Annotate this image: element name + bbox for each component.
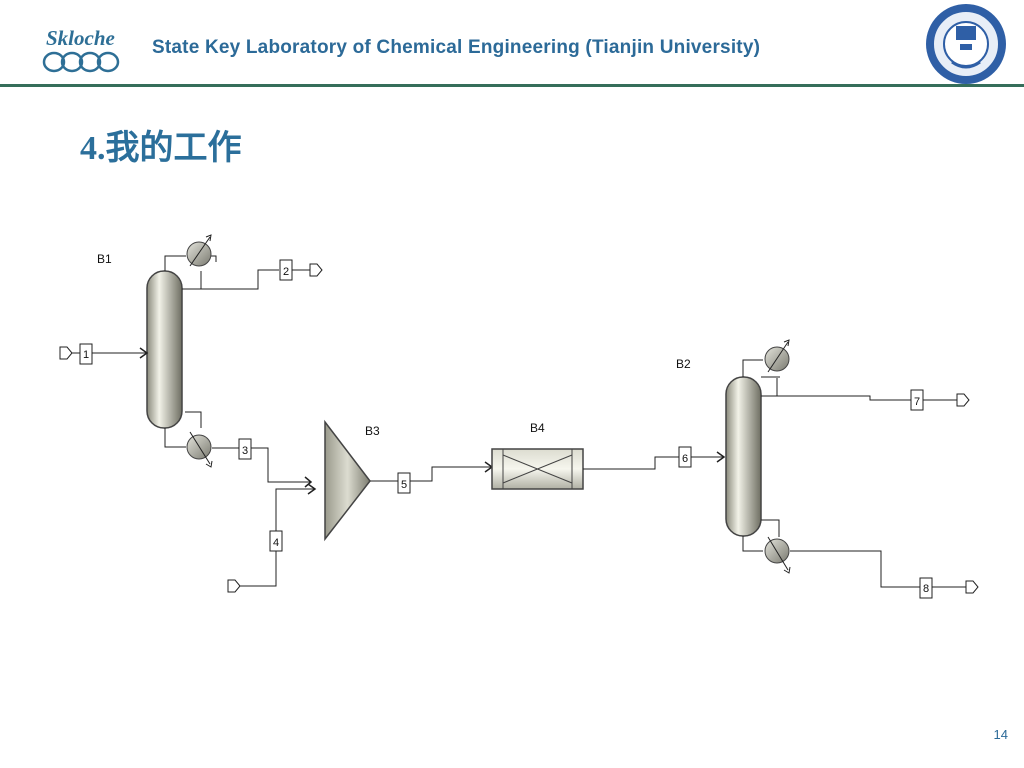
reactor-b4 bbox=[491, 448, 584, 490]
reboiler-b1 bbox=[186, 431, 213, 468]
block-label-b2: B2 bbox=[676, 357, 691, 371]
logo-rings-icon bbox=[42, 51, 120, 73]
university-seal bbox=[922, 2, 1010, 86]
column-b1 bbox=[146, 255, 311, 483]
stream-label-1: 1 bbox=[83, 349, 89, 361]
header-divider bbox=[0, 84, 1024, 87]
slide-title: 4.我的工作 bbox=[80, 130, 242, 167]
mixer-b3 bbox=[324, 419, 371, 542]
stream-label-4: 4 bbox=[273, 537, 279, 549]
stream-label-2: 2 bbox=[283, 266, 289, 278]
stream-label-7: 7 bbox=[914, 396, 920, 408]
block-label-b3: B3 bbox=[365, 424, 380, 438]
stream-2: 2 bbox=[279, 259, 323, 281]
block-label-b4: B4 bbox=[530, 421, 545, 435]
page-number: 14 bbox=[993, 727, 1008, 742]
stream-5: 5 bbox=[370, 461, 494, 494]
stream-3: 3 bbox=[238, 438, 313, 488]
stream-7: 7 bbox=[910, 389, 970, 411]
stream-label-8: 8 bbox=[923, 583, 929, 595]
column-b2 bbox=[725, 359, 920, 588]
stream-8: 8 bbox=[919, 577, 979, 599]
stream-label-3: 3 bbox=[242, 445, 248, 457]
reboiler-b2 bbox=[764, 536, 791, 574]
condenser-b2 bbox=[764, 339, 790, 373]
stream-1: 1 bbox=[59, 343, 149, 365]
stream-label-5: 5 bbox=[401, 479, 407, 491]
stream-4: 4 bbox=[227, 483, 317, 593]
slide-header: Skloche State Key Laboratory of Chemical… bbox=[0, 0, 1024, 84]
stream-6: 6 bbox=[583, 446, 726, 470]
condenser-b1 bbox=[186, 234, 212, 267]
university-seal-icon bbox=[926, 4, 1006, 84]
block-label-b1: B1 bbox=[97, 252, 112, 266]
stream-label-6: 6 bbox=[682, 453, 688, 465]
skloche-logo: Skloche bbox=[40, 26, 124, 78]
lab-name: State Key Laboratory of Chemical Enginee… bbox=[152, 37, 761, 58]
logo-text: Skloche bbox=[46, 26, 115, 50]
